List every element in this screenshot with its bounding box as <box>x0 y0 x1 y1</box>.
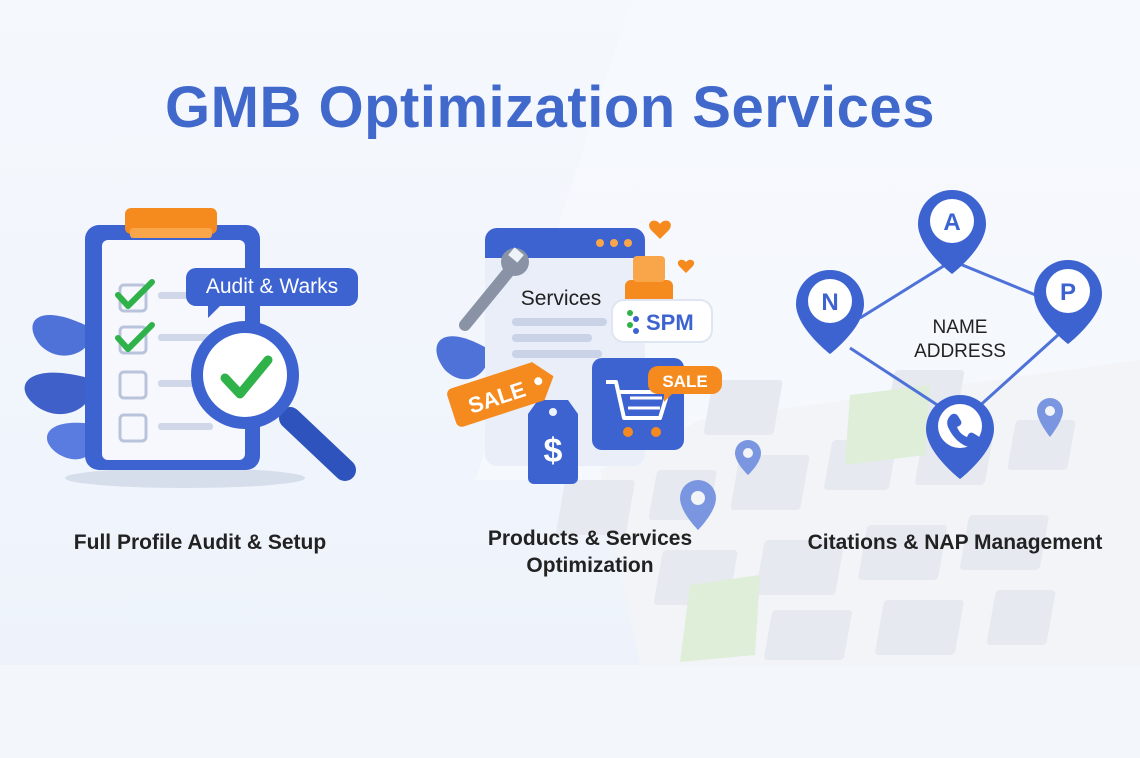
caption-line: Optimization <box>526 554 654 577</box>
caption-line: Products & Services <box>487 527 693 550</box>
nap-illustration <box>680 190 1102 530</box>
caption-nap-management: Citations & NAP Management <box>807 531 1103 554</box>
bottom-strip <box>0 665 1140 758</box>
pin-label-p: P <box>1060 279 1076 306</box>
audit-illustration <box>24 208 358 488</box>
audit-badge <box>186 268 358 318</box>
price-tag-icon <box>528 400 578 484</box>
sale-tag <box>447 362 554 427</box>
products-illustration <box>436 220 722 484</box>
location-pin-icon <box>735 440 761 475</box>
illustrations: Audit & Warks Services SPM SALE SALE $ A… <box>24 190 1140 665</box>
name-label: NAME <box>933 317 988 338</box>
location-pin-icon <box>1037 398 1063 437</box>
location-pin-icon <box>796 270 864 354</box>
location-pin-icon <box>680 480 716 530</box>
leaf-icon <box>436 336 490 380</box>
caption-profile-audit: Full Profile Audit & Setup <box>73 531 327 554</box>
heart-icon <box>649 220 695 273</box>
sale-bubble-label: SALE <box>662 372 707 391</box>
services-heading: Services <box>521 287 602 310</box>
pin-label-n: N <box>821 289 838 316</box>
price-symbol: $ <box>544 432 563 470</box>
spm-label: SPM <box>646 310 694 335</box>
wrench-icon <box>459 247 529 331</box>
caption-products-services: Products & Services Optimization <box>440 525 740 579</box>
page-title: GMB Optimization Services <box>165 75 935 140</box>
pin-label-a: A <box>943 209 960 236</box>
audit-badge-label: Audit & Warks <box>206 275 338 298</box>
magnifier-icon <box>191 321 356 481</box>
checkmark-icon <box>115 279 155 352</box>
map-icon <box>556 360 1140 665</box>
phone-icon <box>947 413 981 447</box>
location-pin-icon <box>918 190 986 274</box>
spm-logo-icon <box>627 310 639 334</box>
location-pin-icon <box>1034 260 1102 344</box>
address-label: ADDRESS <box>914 341 1006 362</box>
